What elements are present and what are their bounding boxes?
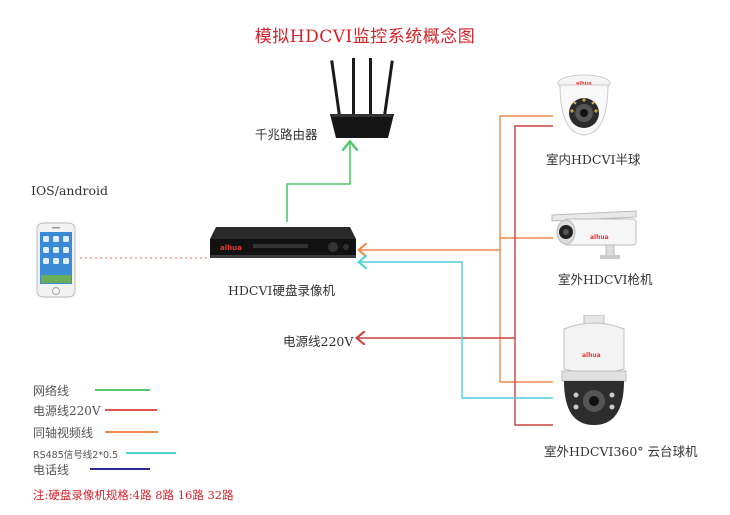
dome-camera-device: alhua (556, 73, 612, 139)
dvr-device: alhua (208, 223, 358, 265)
power-label: 电源线220V (283, 334, 354, 349)
dvr-icon: alhua (210, 227, 356, 258)
ptz-camera-device: alhua (556, 315, 632, 427)
legend-label: RS485信号线2*0.5 (33, 450, 119, 461)
legend-label: 同轴视频线 (33, 426, 94, 440)
router-label: 千兆路由器 (255, 127, 318, 142)
ptz-camera-icon: alhua (561, 315, 627, 425)
legend-label: 电源线220V (33, 404, 101, 418)
rs485-line (360, 262, 553, 399)
network-line (286, 143, 350, 222)
power-line (514, 125, 553, 426)
legend-swatch (126, 452, 176, 454)
coax-trunk-line (360, 115, 553, 250)
smartphone-icon (36, 222, 76, 298)
svg-text:alhua: alhua (220, 244, 242, 252)
legend-swatch (105, 431, 158, 433)
legend-label: 电话线 (33, 463, 70, 477)
legend-swatch (105, 409, 157, 411)
client-label: IOS/android (31, 183, 108, 198)
ptz-camera-label: 室外HDCVI360° 云台球机 (544, 444, 698, 459)
bullet-camera-icon: alhua (551, 210, 637, 259)
spec-note: 注:硬盘录像机规格:4路 8路 16路 32路 (33, 488, 234, 502)
svg-text:alhua: alhua (590, 234, 609, 241)
bullet-camera-device: alhua (550, 209, 638, 261)
router-icon (330, 58, 394, 138)
dome-camera-icon: alhua (557, 74, 611, 136)
svg-text:alhua: alhua (582, 352, 601, 359)
coax-ptz-line (499, 250, 553, 383)
dvr-label: HDCVI硬盘录像机 (228, 283, 335, 298)
router-device (322, 58, 402, 140)
svg-text:alhua: alhua (576, 81, 592, 87)
bullet-camera-label: 室外HDCVI枪机 (558, 272, 653, 287)
legend-swatch (90, 468, 150, 470)
dome-camera-label: 室内HDCVI半球 (546, 152, 641, 167)
legend-swatch (95, 389, 150, 391)
diagram-title: 模拟HDCVI监控系统概念图 (254, 27, 476, 47)
phone-device (36, 222, 76, 298)
legend-label: 网络线 (33, 384, 70, 398)
